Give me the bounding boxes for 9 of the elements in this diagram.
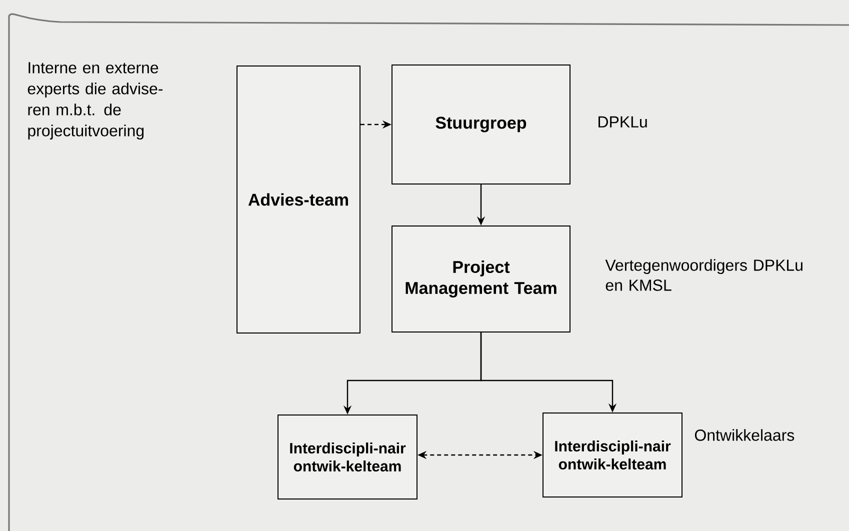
side-note: DPKLu: [598, 116, 647, 128]
team-box: Stuurgroep: [392, 64, 570, 184]
note-text: Interne en externe experts die advise-ren m.b.t. de projectuitvoering: [28, 62, 163, 140]
team-box: Interdiscipli-nair ontwik-kelteam: [542, 412, 682, 498]
side-note: Ontwikkelaars: [694, 429, 794, 441]
team-box: Advies-team: [236, 66, 360, 334]
side-note: Vertegenwoordigers DPKLu en KMSL: [605, 259, 802, 291]
team-box: Project Management Team: [392, 226, 570, 332]
team-box: Interdiscipli-nair ontwik-kelteam: [278, 414, 418, 500]
